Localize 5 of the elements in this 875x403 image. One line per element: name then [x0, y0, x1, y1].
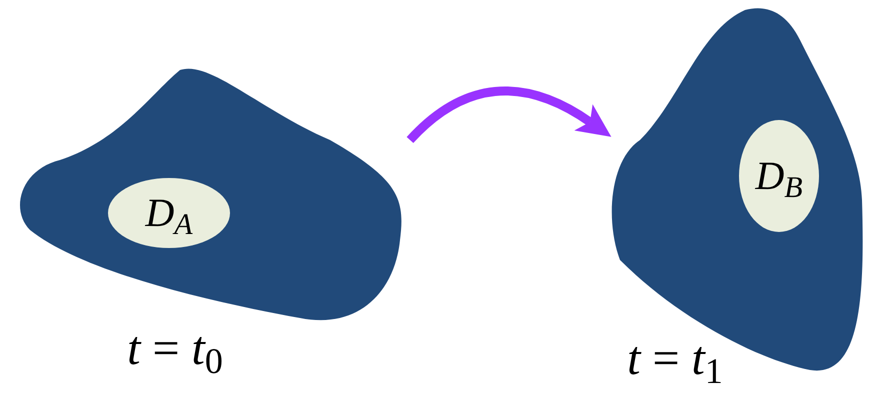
time-label: t = t$_{0}$: [126, 325, 224, 373]
region-label: D$_{A}$: [145, 189, 193, 242]
time-label: t = t$_{1}$: [626, 335, 724, 383]
region-label: D$_{B}$: [755, 152, 803, 206]
curved-arrow: [406, 86, 612, 144]
